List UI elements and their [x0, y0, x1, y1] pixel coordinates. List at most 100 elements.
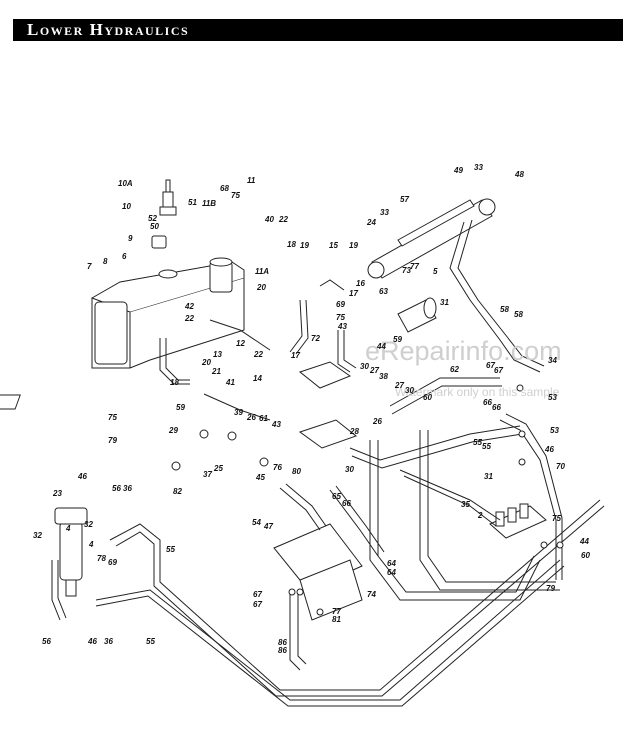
callout-label: 51 — [188, 198, 197, 207]
callout-label: 19 — [300, 241, 309, 250]
callout-label: 69 — [336, 300, 345, 309]
callout-label: 11 — [247, 176, 256, 185]
callout-label: 73 — [402, 266, 411, 275]
callout-label: 30 — [345, 465, 354, 474]
callout-label: 72 — [311, 334, 320, 343]
callout-label: 13 — [213, 350, 222, 359]
callout-label: 36 — [123, 484, 132, 493]
callout-label: 58 — [500, 305, 509, 314]
callout-label: 15 — [329, 241, 338, 250]
callout-label: 48 — [514, 170, 524, 179]
callout-label: 55 — [146, 637, 155, 646]
callout-label: 82 — [173, 487, 182, 496]
callout-label: 55 — [473, 438, 482, 447]
callout-label: 86 — [278, 638, 287, 647]
steer-cylinder — [54, 507, 88, 597]
watermark-sub: Watermark only on this sample — [395, 385, 560, 399]
callout-label: 37 — [203, 470, 212, 479]
callout-label: 32 — [33, 531, 42, 540]
callout-label: 22 — [278, 215, 288, 224]
callout-label: 60 — [581, 551, 590, 560]
callout-label: 46 — [544, 445, 554, 454]
callout-label: 75 — [552, 514, 561, 523]
callout-label: 25 — [213, 464, 223, 473]
callout-label: 56 — [112, 484, 121, 493]
callout-label: 18 — [170, 378, 179, 387]
callout-label: 54 — [252, 518, 261, 527]
callout-label: 57 — [400, 195, 409, 204]
callout-label: 79 — [546, 584, 555, 593]
callout-label: 30 — [360, 362, 369, 371]
section-header: Lower Hydraulics — [13, 19, 623, 41]
callout-label: 45 — [255, 473, 265, 482]
callout-label: 29 — [168, 426, 178, 435]
callout-label: 20 — [201, 358, 211, 367]
callout-label: 34 — [548, 356, 557, 365]
callout-label: 26 — [372, 417, 382, 426]
callout-label: 66 — [492, 403, 501, 412]
callout-label: 10A — [118, 179, 133, 188]
callout-label: 22 — [253, 350, 263, 359]
callout-label: 41 — [225, 378, 235, 387]
callout-label: 81 — [332, 615, 341, 624]
page-title: Lower Hydraulics — [27, 20, 190, 39]
callout-label: 65 — [332, 492, 341, 501]
callout-label: 55 — [166, 545, 175, 554]
hose-routing — [51, 219, 605, 707]
callout-label: 40 — [264, 215, 274, 224]
callout-label: 47 — [263, 522, 273, 531]
callout-label: 58 — [514, 310, 523, 319]
callout-label: 12 — [236, 339, 245, 348]
callout-label: 77 — [410, 262, 419, 271]
callout-label: 75 — [108, 413, 117, 422]
callout-label: 63 — [379, 287, 388, 296]
callout-label: 76 — [273, 463, 282, 472]
callout-label: 74 — [367, 590, 376, 599]
callout-label: 2 — [477, 511, 483, 520]
callout-label: 56 — [42, 637, 51, 646]
callout-label: 33 — [380, 208, 389, 217]
callout-label: 18 — [287, 240, 296, 249]
callout-label: 7 — [87, 262, 92, 271]
callout-label: 66 — [342, 499, 351, 508]
callout-label: 36 — [104, 637, 113, 646]
callout-label: 31 — [484, 472, 493, 481]
motor-pump — [397, 297, 437, 333]
callout-label: 52 — [148, 214, 157, 223]
callout-label: 68 — [220, 184, 229, 193]
callout-label: 70 — [556, 462, 565, 471]
callout-label: 6 — [122, 252, 127, 261]
callout-label: 4 — [88, 540, 94, 549]
callout-label: 16 — [356, 279, 365, 288]
callout-label: 75 — [336, 313, 345, 322]
callout-label: 80 — [292, 467, 301, 476]
callout-label: 55 — [482, 442, 491, 451]
callout-label: 27 — [394, 381, 404, 390]
callout-label: 11B — [202, 199, 216, 208]
callout-label: 31 — [440, 298, 449, 307]
callout-label: 35 — [461, 500, 470, 509]
callout-label: 39 — [234, 408, 243, 417]
callout-label: 67 — [253, 600, 262, 609]
breather-valve — [159, 179, 177, 216]
callout-label: 17 — [291, 351, 300, 360]
callout-label: 67 — [253, 590, 262, 599]
callout-label: 20 — [256, 283, 266, 292]
filler-cap — [151, 235, 178, 279]
callout-label: 59 — [393, 335, 402, 344]
callout-label: 4 — [65, 524, 71, 533]
callout-label: 61 — [259, 414, 268, 423]
callout-label: 8 — [103, 257, 108, 266]
callout-label: 66 — [483, 398, 492, 407]
callout-label: 67 — [494, 366, 503, 375]
lift-cylinder — [367, 198, 496, 279]
callout-label: 67 — [486, 361, 495, 370]
callout-label: 43 — [271, 420, 281, 429]
callout-label: 64 — [387, 568, 396, 577]
callout-label: 42 — [184, 302, 194, 311]
callout-label: 62 — [450, 365, 459, 374]
callout-label: 19 — [349, 241, 358, 250]
return-filter — [209, 257, 233, 293]
